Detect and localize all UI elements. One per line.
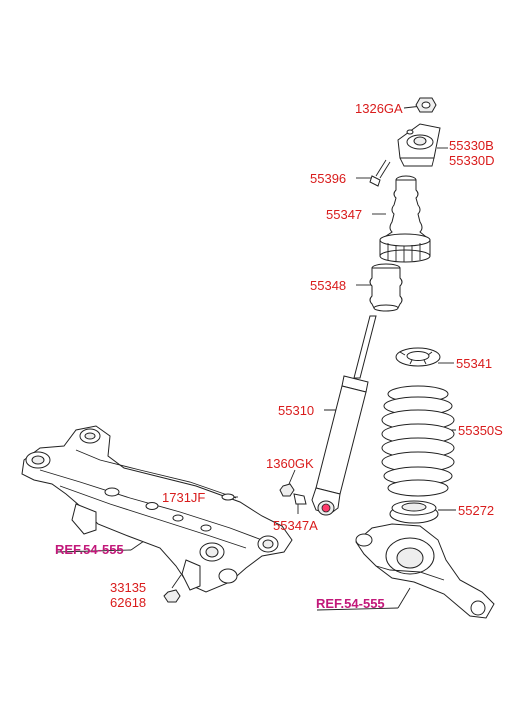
bracket-nut-shape [163,589,181,603]
label-55350s: 55350S [458,423,503,438]
label-1326ga: 1326GA [355,101,403,116]
label-55348: 55348 [310,278,346,293]
label-55330d: 55330D [449,153,495,168]
label-55347: 55347 [326,207,362,222]
label-55310: 55310 [278,403,314,418]
lock-nut-shape [415,97,437,113]
shock-absorber-shape [311,315,377,516]
rear-subframe-shape [21,425,293,593]
lower-arm-shape [355,523,495,619]
plug-shape [221,493,235,501]
strut-mount-bracket-shape [397,123,441,167]
label-1360gk: 1360GK [266,456,314,471]
lower-nut-shape [279,483,307,505]
mount-bolt-shape [369,159,391,187]
label-1731jf: 1731JF [162,490,205,505]
spring-lower-pad-shape [389,500,439,524]
spring-upper-pad-shape [395,347,441,367]
label-55330b: 55330B [449,138,494,153]
label-ref-right: REF.54-555 [316,596,385,611]
part-labels: 1326GA 55330B 55330D 55396 55347 55348 5… [55,101,503,611]
label-62618: 62618 [110,595,146,610]
dust-cover-shape [379,175,431,263]
label-33135: 33135 [110,580,146,595]
label-ref-left: REF.54-555 [55,542,124,557]
label-55341: 55341 [456,356,492,371]
coil-spring-shape [381,385,455,497]
label-55347a: 55347A [273,518,318,533]
label-55272: 55272 [458,503,494,518]
label-55396: 55396 [310,171,346,186]
bump-stopper-shape [369,263,403,312]
